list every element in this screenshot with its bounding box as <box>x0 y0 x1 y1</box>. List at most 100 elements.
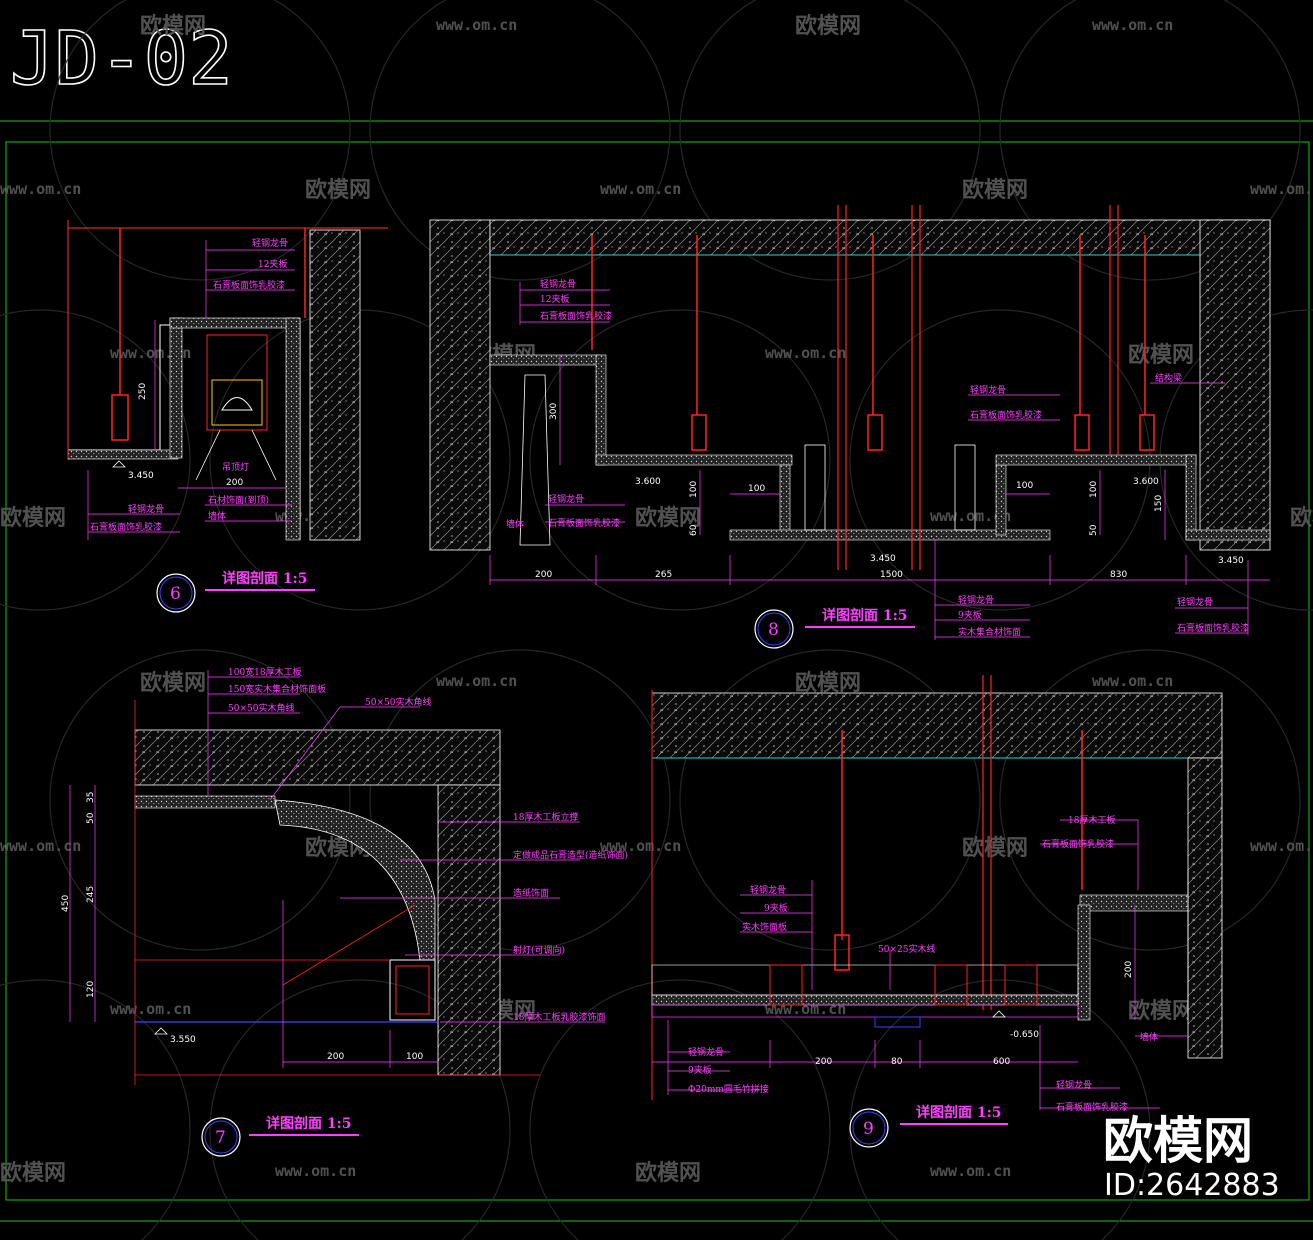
level-mark: 3.450 <box>1218 556 1244 566</box>
dimension: 200 <box>535 570 552 580</box>
label: 射灯(可调向) <box>513 944 565 956</box>
watermark-brand: 欧模网 <box>140 670 206 696</box>
dimension: 100 <box>1016 481 1033 491</box>
level-mark: 3.600 <box>1133 477 1159 487</box>
watermark-brand: 欧模网 <box>795 670 861 696</box>
level-mark: -0.650 <box>1010 1030 1039 1040</box>
watermark-brand: 欧模网 <box>1290 505 1313 531</box>
detail-8: 轻钢龙骨 12夹板 石膏板面饰乳胶漆 轻钢龙骨 石膏板面饰乳胶漆 墙体 轻钢龙骨… <box>429 205 1271 649</box>
label: 实木集合材饰面 <box>958 626 1021 638</box>
label: 结构梁 <box>1155 372 1182 384</box>
label: 轻钢龙骨 <box>1177 596 1213 608</box>
label: 造纸饰面 <box>513 887 549 899</box>
label: 石膏板面饰乳胶漆 <box>970 409 1042 421</box>
label: 轻钢龙骨 <box>128 503 164 515</box>
detail-title: 详图剖面 1:5 <box>266 1115 352 1132</box>
detail-title: 详图剖面 1:5 <box>222 570 308 587</box>
label: 轻钢龙骨 <box>252 237 288 249</box>
label: 定做成品石膏造型(造纸饰面) <box>513 849 628 861</box>
dimension: 100 <box>1089 481 1099 498</box>
dimension: 265 <box>655 570 672 580</box>
label: 9夹板 <box>958 609 982 621</box>
label: 轻钢龙骨 <box>970 384 1006 396</box>
label: 石膏板面饰乳胶漆 <box>1177 622 1249 634</box>
label: 吊顶灯 <box>222 462 249 473</box>
watermark-url: www.om.cn <box>1092 16 1173 34</box>
brand-logo: 欧模网 ID:2642883 <box>1103 1112 1280 1203</box>
label: 50×25实木线 <box>878 943 935 955</box>
watermark-brand: 欧模网 <box>305 177 371 203</box>
sheet-frame <box>0 120 1313 1222</box>
label: 100宽18厚木工板 <box>228 666 302 678</box>
label: 9夹板 <box>688 1064 712 1076</box>
dimension: 200 <box>815 1057 832 1067</box>
watermark-url: www.om.cn <box>275 1162 356 1180</box>
label: 轻钢龙骨 <box>688 1046 724 1058</box>
label: 50×50实木角线 <box>228 702 294 714</box>
sheet-id: JD-02 <box>10 16 233 102</box>
dimension: 1500 <box>880 570 903 580</box>
dimension: 250 <box>138 383 148 400</box>
level-mark: 3.600 <box>635 477 661 487</box>
dimension: 200 <box>1124 961 1134 978</box>
watermark-brand: 欧模网 <box>635 1160 701 1186</box>
label: 石膏板面饰乳胶漆 <box>90 521 162 533</box>
detail-number: 8 <box>768 620 779 640</box>
label: 墙体 <box>506 518 524 530</box>
watermark-brand: 欧模网 <box>962 177 1028 203</box>
logo-id: ID:2642883 <box>1104 1168 1280 1203</box>
dimension: 50 <box>1089 524 1099 536</box>
watermark-brand: 欧模网 <box>962 835 1028 861</box>
dimension: 450 <box>61 895 71 912</box>
label: 石膏板面饰乳胶漆 <box>1056 1101 1128 1113</box>
dimension: 35 <box>86 792 96 803</box>
label: 石膏板面饰乳胶漆 <box>213 279 285 291</box>
label: 实木饰面板 <box>742 921 787 933</box>
detail-number: 7 <box>215 1128 226 1148</box>
logo-brand: 欧模网 <box>1103 1112 1253 1170</box>
dimension: 120 <box>86 981 96 998</box>
label: 150宽实木集合材饰面板 <box>228 683 326 695</box>
level-mark: 3.550 <box>170 1035 196 1045</box>
watermark-brand: 欧模网 <box>1128 342 1194 368</box>
watermark-url: www.om.cn <box>930 507 1011 525</box>
watermark-brand: 欧模网 <box>635 505 701 531</box>
label: 18厚木工板 <box>1068 814 1115 826</box>
detail-number: 6 <box>170 584 181 604</box>
watermark-url: www.om.cn <box>600 180 681 198</box>
watermark-url: www.om.cn <box>1250 837 1313 855</box>
label: 轻钢龙骨 <box>540 278 576 290</box>
level-mark: 3.450 <box>870 554 896 564</box>
detail-7: 100宽18厚木工板 150宽实木集合材饰面板 50×50实木角线 50×50实… <box>61 666 628 1157</box>
watermark-url: www.om.cn <box>1250 180 1313 198</box>
detail-number: 9 <box>863 1119 874 1139</box>
detail-6: 轻钢龙骨 12夹板 石膏板面饰乳胶漆 吊顶灯 石材饰面(到顶) 墙体 轻钢龙骨 … <box>67 220 388 613</box>
label: 石膏板面饰乳胶漆 <box>548 517 620 529</box>
level-mark: 3.450 <box>128 471 154 481</box>
label: 轻钢龙骨 <box>750 884 786 896</box>
detail-9: 18厚木工板 石膏板面饰乳胶漆 轻钢龙骨 9夹板 实木饰面板 50×25实木线 … <box>651 675 1223 1148</box>
detail-title: 详图剖面 1:5 <box>916 1104 1002 1121</box>
watermark-url: www.om.cn <box>436 672 517 690</box>
watermark-url: www.om.cn <box>1092 672 1173 690</box>
label: 18厚木工板立撑 <box>513 811 578 823</box>
dimension: 100 <box>406 1052 423 1062</box>
watermark-url: www.om.cn <box>436 16 517 34</box>
label: 12夹板 <box>540 293 569 305</box>
watermark-brand: 欧模网 <box>140 13 206 39</box>
dimension: 100 <box>748 484 765 494</box>
label: 石材饰面(到顶) <box>208 494 269 506</box>
dimension: 200 <box>327 1052 344 1062</box>
dimension: 100 <box>689 481 699 498</box>
detail-title: 详图剖面 1:5 <box>822 607 908 624</box>
dimension: 60 <box>689 524 699 536</box>
label: 轻钢龙骨 <box>1056 1079 1092 1091</box>
label: 轻钢龙骨 <box>548 493 584 505</box>
watermark-url: www.om.cn <box>765 344 846 362</box>
label: Φ20mm圆毛竹拼接 <box>688 1083 769 1095</box>
label: 墙体 <box>1140 1031 1158 1043</box>
watermark-brand: 欧模网 <box>0 505 66 531</box>
dimension: 80 <box>891 1057 903 1067</box>
